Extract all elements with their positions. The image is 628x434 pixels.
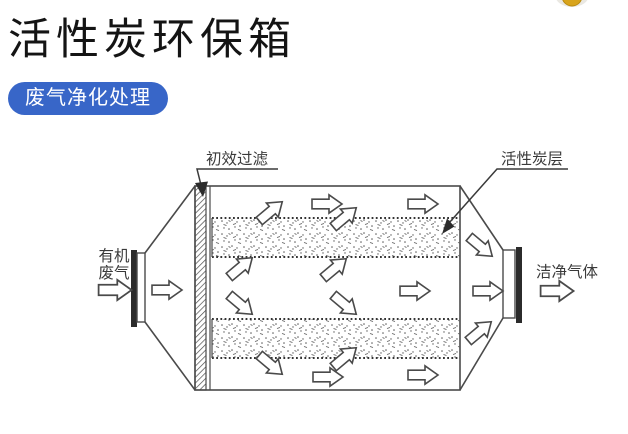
airflow-arrows bbox=[97, 193, 575, 388]
flow-arrow bbox=[472, 280, 504, 302]
outlet-cone-top bbox=[459, 185, 504, 251]
page-title: 活性炭环保箱 bbox=[8, 16, 296, 64]
flow-arrow bbox=[539, 280, 575, 302]
inlet-gas-label-line1: 有机 bbox=[98, 247, 130, 265]
inlet-flange bbox=[131, 250, 137, 327]
inlet-cone-bottom bbox=[144, 321, 196, 391]
outlet-duct bbox=[502, 249, 516, 319]
leader-arrowhead-icon bbox=[195, 181, 208, 197]
medal-disc bbox=[562, 0, 582, 7]
status-badge: 废气净化处理 bbox=[8, 82, 168, 115]
carbon-layer-label: 活性炭层 bbox=[501, 150, 563, 168]
primary-filter-callout: 初效过滤 bbox=[195, 150, 278, 197]
inlet-cone-top bbox=[144, 185, 196, 254]
carbon-layer-callout: 活性炭层 bbox=[442, 150, 568, 234]
leader-arrowhead-icon bbox=[442, 218, 455, 234]
inlet-duct bbox=[136, 252, 146, 323]
carbon-layer-band-bottom bbox=[211, 318, 460, 359]
flow-arrow bbox=[151, 279, 183, 301]
flow-arrow bbox=[97, 279, 133, 301]
filter-box-diagram: 初效过滤 活性炭层 有机 废气 洁净气体 bbox=[97, 150, 599, 391]
outlet-flange bbox=[516, 247, 522, 323]
outlet-cone-bottom bbox=[459, 317, 504, 391]
badge-label: 废气净化处理 bbox=[25, 87, 151, 109]
flow-arrow bbox=[461, 313, 498, 349]
medal-icon bbox=[556, 0, 588, 7]
outlet-gas-label: 洁净气体 bbox=[536, 263, 599, 281]
primary-filter-strip bbox=[194, 185, 207, 391]
primary-filter-label: 初效过滤 bbox=[206, 150, 268, 168]
inlet-gas-label-line2: 废气 bbox=[98, 264, 129, 282]
